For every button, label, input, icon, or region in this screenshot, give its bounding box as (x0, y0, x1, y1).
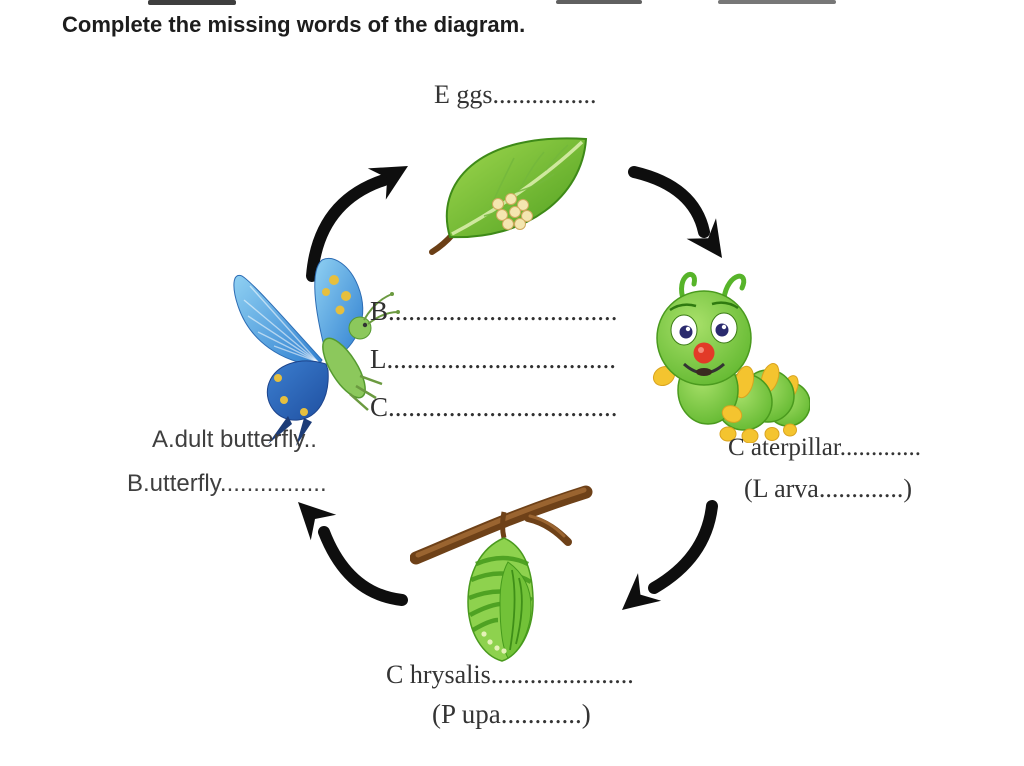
label-pupa: (P upa............) (432, 699, 591, 729)
chrysalis-dots (481, 631, 507, 654)
blank-line-l: L.................................. (370, 344, 616, 374)
face (669, 301, 739, 376)
wing-case (499, 561, 532, 659)
label-larva: (L arva.............) (744, 474, 912, 503)
caterpillar-illustration (652, 271, 810, 443)
arrow-butterfly-to-eggs (306, 166, 408, 282)
wing-tail (268, 416, 292, 444)
hanging-stem (500, 511, 507, 539)
branch (410, 485, 593, 565)
label-adult-butterfly: A.dult butterfly.. (152, 426, 317, 453)
hindwing (266, 360, 329, 446)
forewing-spots (322, 275, 351, 315)
page-title: Complete the missing words of the diagra… (62, 12, 526, 37)
label-caterpillar: C aterpillar............. (728, 434, 922, 461)
right-hand (721, 405, 743, 423)
center-blanks: B.................................. L...… (370, 294, 618, 438)
chrysalis-illustration (410, 485, 593, 662)
butterfly-illustration (233, 258, 400, 446)
butterfly-legs (349, 374, 383, 411)
butterfly-body (322, 292, 400, 411)
cropped-text-artifact (148, 0, 236, 5)
cropped-text-artifact (556, 0, 642, 4)
egg-cluster (492, 193, 533, 230)
cropped-text-artifact (718, 0, 836, 4)
feet (719, 423, 797, 443)
arrow-caterpillar-to-chrysalis (622, 500, 718, 610)
arrow-chrysalis-to-butterfly (298, 502, 408, 606)
arrow-eggs-to-caterpillar (628, 166, 722, 258)
butterfly-antennae (363, 293, 399, 325)
blank-line-c: C.................................. (370, 392, 618, 422)
label-butterfly: B.utterfly................ (127, 470, 327, 497)
eggs-leaf-illustration (429, 137, 588, 255)
antennae (679, 271, 747, 305)
label-chrysalis: C hrysalis...................... (386, 660, 634, 689)
wing-tail (296, 418, 312, 446)
label-eggs: E ggs................ (434, 80, 597, 109)
blank-line-b: B.................................. (370, 296, 618, 326)
